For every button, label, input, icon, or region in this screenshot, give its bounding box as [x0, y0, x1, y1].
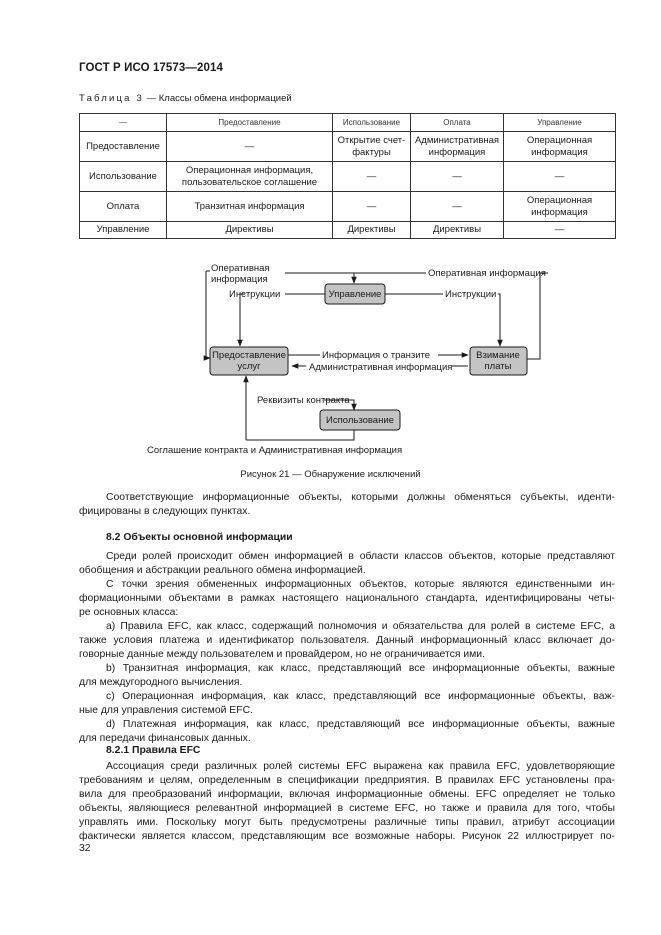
column-header: Предоставление: [166, 113, 333, 132]
transit-info-label: Информация о транзите: [322, 350, 430, 361]
instructions-right-label: Инструкции: [445, 289, 496, 300]
charging-node: [469, 346, 528, 376]
paragraph-line: b) Транзитная информация, как класс, пре…: [106, 663, 615, 674]
table-cell: Директивы: [410, 221, 504, 239]
usage-node-label: Использование: [326, 415, 394, 426]
table-cell: Операционная информация: [503, 191, 616, 222]
column-header: Использование: [332, 113, 411, 132]
op-info-top-line: [285, 272, 357, 284]
table-cell: Директивы: [332, 221, 411, 239]
paragraph-line: ре основных класса:: [79, 607, 179, 618]
usage-node: [319, 409, 401, 431]
contract-details-right: [324, 399, 357, 411]
paragraph-line: для передачи финансовых данных.: [79, 733, 251, 744]
table-row: Использование Операционная информация, п…: [79, 161, 616, 192]
column-header: —: [79, 113, 167, 132]
table-cell: —: [410, 191, 504, 222]
paragraph-line: вила для преобразований информации, вклю…: [79, 789, 615, 800]
admin-info-label: Административная информация: [309, 362, 452, 373]
paragraph-line: a) Правила EFC, как класс, содержащий по…: [106, 621, 615, 632]
table-cell: Управление: [79, 221, 167, 239]
service-provision-node: [209, 346, 289, 376]
table-cell: Административная информация: [410, 131, 504, 162]
table-cell: Открытие счет-фактуры: [332, 131, 411, 162]
table-cell: Операционная информация: [503, 131, 616, 162]
table-row: Управление Директивы Директивы Директивы…: [79, 221, 616, 239]
paragraph-line: говорные данные между пользователем и пр…: [79, 649, 485, 660]
paragraph-line: ные для управления системой EFC.: [79, 705, 253, 716]
table-header-row: — Предоставление Использование Оплата Уп…: [79, 113, 616, 132]
table-cell: —: [503, 221, 616, 239]
table-caption: Таблица 3 — Классы обмена информацией: [79, 93, 292, 104]
contract-details-label: Реквизиты контракта: [257, 395, 350, 406]
paragraph-line: для междугородного вычисления.: [79, 677, 243, 688]
table-cell: Оплата: [79, 191, 167, 222]
paragraph-line: управлять ими. Поскольку могут быть пред…: [79, 817, 615, 828]
table-cell: Предоставление: [79, 131, 167, 162]
op-info-left-label-2: информация: [211, 274, 268, 285]
table-cell: —: [332, 161, 411, 192]
op-info-left-label-1: Оперативная: [211, 263, 270, 274]
table-cell: —: [410, 161, 504, 192]
instructions-right-down: [497, 293, 503, 347]
paragraph-line: Соответствующие информационные объекты, …: [106, 492, 615, 503]
table-caption-title: — Классы обмена информацией: [143, 93, 292, 104]
table-row: Оплата Транзитная информация — — Операци…: [79, 191, 616, 222]
table-cell: Директивы: [166, 221, 333, 239]
paragraph-line: объекты, являющиеся релевантной информац…: [79, 803, 615, 814]
column-header: Управление: [503, 113, 616, 132]
paragraph-line: фицированы в следующих пунктах.: [79, 506, 251, 517]
section-heading-8-2: 8.2 Объекты основной информации: [106, 532, 293, 543]
table-row: Предоставление — Открытие счет-фактуры А…: [79, 131, 616, 162]
paragraph-line: Среди ролей происходит обмен информацией…: [106, 551, 615, 562]
paragraph-line: d) Платежная информация, как класс, пред…: [106, 719, 615, 730]
paragraph-line: также условия платежа и идентификатор по…: [79, 635, 615, 646]
op-info-right-label: Оперативная информация: [428, 268, 546, 279]
section-heading-8-2-1: 8.2.1 Правила EFC: [106, 745, 201, 756]
table-cell: Транзитная информация: [166, 191, 333, 222]
column-header: Оплата: [410, 113, 504, 132]
paragraph-line: формационными объектами в рамках настоящ…: [79, 593, 615, 604]
info-exchange-table: — Предоставление Использование Оплата Уп…: [79, 113, 616, 239]
management-node-label: Управление: [329, 289, 382, 300]
table-cell: Использование: [79, 161, 167, 192]
paragraph-line: требованиям и целям, определенным в спец…: [79, 775, 615, 786]
paragraph-line: фактически является классом, представляю…: [79, 831, 615, 842]
figure-caption: Рисунок 21 — Обнаружение исключений: [240, 469, 421, 480]
page-number: 32: [79, 843, 91, 854]
contract-agreement-line: [246, 430, 355, 441]
op-info-left-line: [203, 271, 211, 361]
management-node: [324, 283, 386, 305]
table-cell: Операционная информация, пользовательско…: [166, 161, 333, 192]
instructions-left-down: [237, 293, 245, 347]
table-cell: —: [332, 191, 411, 222]
paragraph-line: c) Операционная информация, как класс, п…: [106, 691, 615, 702]
paragraph-line: С точки зрения обмененных информационных…: [106, 579, 615, 590]
paragraph-line: обобщения и абстракции реального обмена …: [79, 565, 366, 576]
document-header: ГОСТ Р ИСО 17573—2014: [79, 62, 224, 74]
instructions-left-label: Инструкции: [229, 289, 280, 300]
paragraph-line: Ассоциация среди различных ролей системы…: [106, 761, 615, 772]
table-cell: —: [166, 131, 333, 162]
table-caption-prefix: Таблица 3: [79, 93, 144, 104]
op-info-right-line: [527, 272, 548, 360]
table-cell: —: [503, 161, 616, 192]
contract-agreement-label: Соглашение контракта и Административная …: [147, 445, 402, 456]
